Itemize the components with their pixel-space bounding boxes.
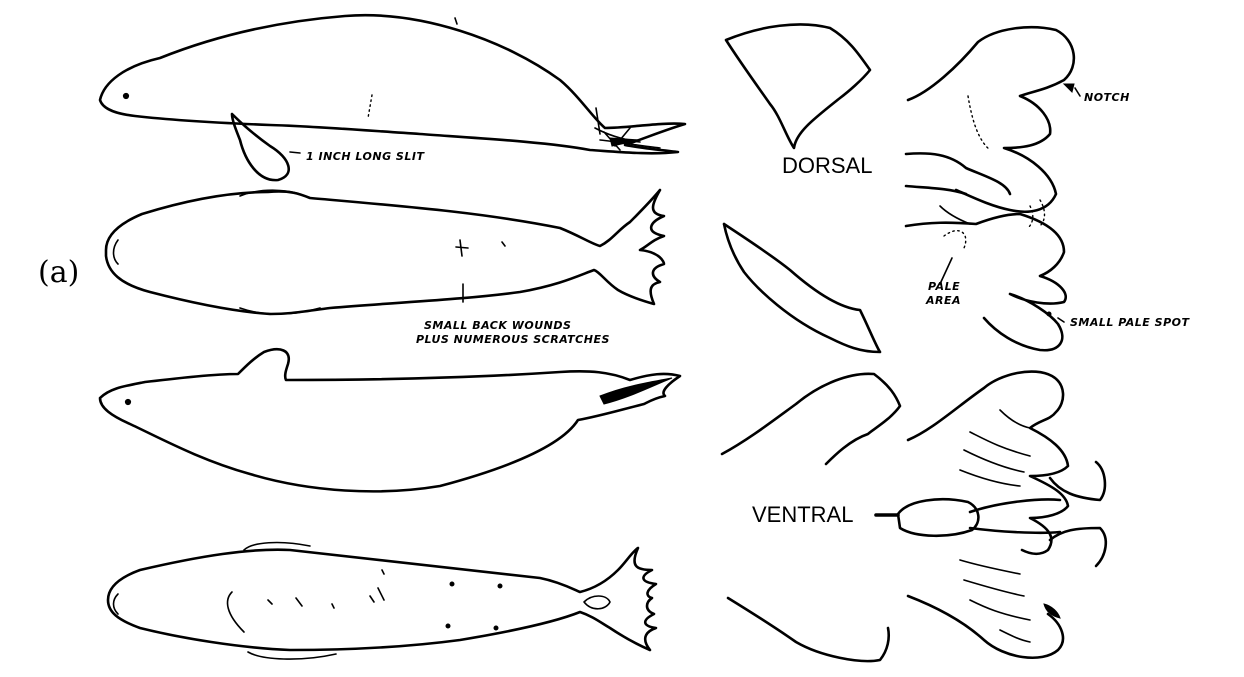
dorsal-label: DORSAL: [782, 153, 872, 178]
annotation-notch: NOTCH: [1084, 91, 1130, 104]
annotation-slit: 1 INCH LONG SLIT: [306, 150, 425, 163]
annotation-pale-spot: SMALL PALE SPOT: [1070, 316, 1190, 329]
annotation-wounds-line1: SMALL BACK WOUNDS: [424, 319, 571, 332]
seal-ventral-view: [108, 543, 656, 660]
annotation-pale-area-line1: PALE: [928, 280, 960, 293]
annotation-pale-area-line2: AREA: [925, 294, 961, 307]
annotation-wounds-line2: PLUS NUMEROUS SCRATCHES: [416, 333, 610, 346]
seal-dorsal-view: SMALL BACK WOUNDS PLUS NUMEROUS SCRATCHE…: [106, 190, 664, 346]
panel-label: (a): [38, 255, 79, 290]
seal-right-lateral-view: [100, 349, 680, 491]
ventral-flipper-pattern: VENTRAL: [722, 372, 1106, 661]
seal-left-lateral-view: 1 INCH LONG SLIT: [100, 15, 685, 180]
dorsal-flipper-pattern: NOTCH PALE AREA SMALL PALE SPOT DORSAL: [724, 24, 1190, 352]
ventral-label: VENTRAL: [752, 502, 853, 527]
